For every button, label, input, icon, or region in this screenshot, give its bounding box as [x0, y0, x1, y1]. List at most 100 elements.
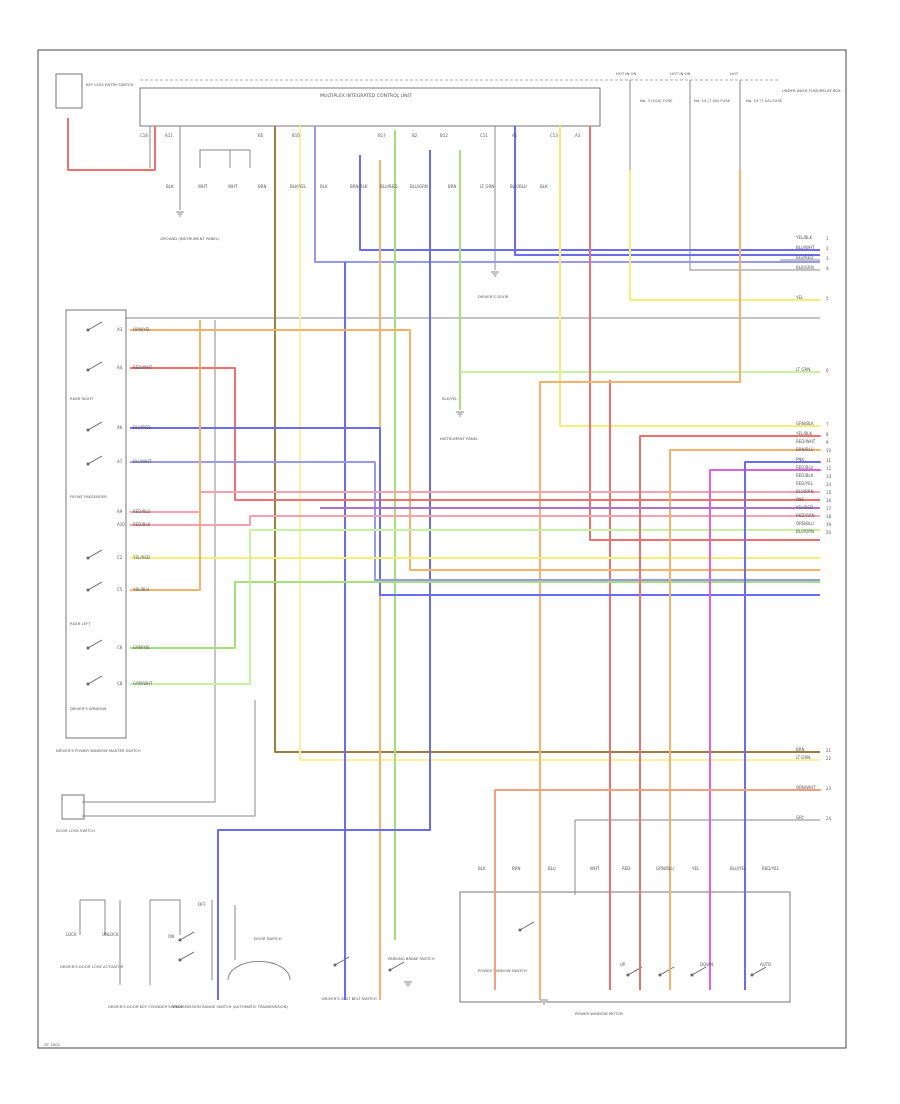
- left-wire-color-9: GRN/WHT: [133, 681, 153, 686]
- wire-orange-450: [669, 449, 821, 990]
- left-pin-5: A10: [117, 522, 125, 527]
- right-wire-color-17: RED/GRN: [796, 513, 815, 518]
- wire-yellow-426: [559, 126, 820, 427]
- gray-wire-3: [199, 149, 251, 168]
- top-pin-5: B2: [412, 133, 418, 138]
- master-switch-7: [87, 675, 103, 685]
- right-wire-color-20: BRN: [796, 747, 805, 752]
- ground-label-1: GROUND (INSTRUMENT PANEL): [160, 236, 220, 241]
- diagram-frame: [37, 49, 847, 1049]
- right-wire-color-14: BLU/BRN: [796, 489, 814, 494]
- right-wire-color-23: GRY: [796, 815, 805, 820]
- top-pin-9: C13: [550, 133, 558, 138]
- wire-orange-330: [130, 329, 820, 571]
- switch-driver-label: DRIVER'S WINDOW: [70, 706, 107, 711]
- switch-front-label: FRONT PASSENGER: [70, 494, 107, 499]
- left-wire-color-3: BLU/WHT: [133, 459, 152, 464]
- left-wire-color-1: RED/WHT: [133, 365, 153, 370]
- bottom-small-2: ON: [168, 934, 174, 939]
- right-wire-color-22: ORN/WHT: [796, 785, 816, 790]
- wire-keyless: [67, 118, 156, 171]
- header-tag-1: HOT IN ON: [616, 71, 637, 76]
- switch-group-label: DRIVER'S POWER WINDOW MASTER SWITCH: [56, 748, 141, 753]
- top-pin-1: A11: [165, 133, 173, 138]
- right-wire-color-5: LT GRN: [796, 367, 810, 372]
- parking-brake-switch: [389, 961, 405, 971]
- top-wire-color-3: BRN: [258, 184, 267, 189]
- door-switch-label: DOOR SWITCH: [254, 936, 282, 941]
- right-wire-color-6: GRN/BLK: [796, 421, 814, 426]
- right-wire-id-3: 4: [826, 266, 829, 271]
- ground-pin-label: BLK/YEL: [442, 396, 458, 401]
- seat-belt-switch-dot: [333, 963, 337, 967]
- master-switch-6: [87, 639, 103, 649]
- pw-switch-0-dot: [518, 928, 522, 932]
- top-pin-0: C16: [140, 133, 148, 138]
- wire-red-368: [130, 367, 820, 501]
- bottom-pin-5: GRN/BLU: [656, 866, 674, 871]
- bottom-small-6: AUTO: [760, 962, 771, 967]
- wire-pink-525: [130, 515, 820, 526]
- right-wire-color-10: PNK: [796, 457, 804, 462]
- master-switch-5-dot: [86, 588, 90, 592]
- top-wire-color-10: LT GRN: [480, 184, 494, 189]
- right-wire-color-8: RED/WHT: [796, 439, 816, 444]
- top-pin-2: B5: [258, 133, 264, 138]
- key-cylinder-label: DRIVER'S DOOR KEY CYLINDER SWITCH: [108, 1004, 183, 1009]
- master-switch-box: [65, 309, 127, 739]
- top-wire-color-9: BRN: [448, 184, 457, 189]
- right-wire-id-10: 11: [826, 458, 832, 463]
- ground-label-2: DRIVER'S DOOR: [478, 294, 509, 299]
- left-wire-color-8: GRN/YEL: [133, 645, 151, 650]
- bottom-pin-4: RED: [622, 866, 630, 871]
- door-lock-sw-box: [61, 794, 85, 820]
- power-window-label: POWER WINDOW MOTOR: [575, 1011, 623, 1016]
- right-wire-id-12: 13: [826, 474, 832, 479]
- master-switch-7-dot: [86, 682, 90, 686]
- lock-switch-0: [179, 931, 195, 941]
- wire-salmon-790: [494, 789, 821, 990]
- bottom-small-3: OFF: [198, 902, 206, 907]
- pw-switch-1-dot: [626, 973, 630, 977]
- bottom-pin-3: WHT: [590, 866, 600, 871]
- wire-lyellow-long: [299, 126, 820, 761]
- top-pin-3: B10: [292, 133, 300, 138]
- top-pin-8: A1: [512, 133, 518, 138]
- switch-rear-label: REAR RIGHT: [70, 396, 94, 401]
- right-wire-color-15: PNK: [796, 497, 804, 502]
- fuse-3: No. 19 (7.5A) FUSE: [746, 98, 783, 103]
- keyless-label: KEY LESS ENTRY SWITCH: [86, 82, 133, 87]
- wire-yellow-300: [629, 170, 820, 301]
- wire-lgreen-684: [130, 529, 820, 685]
- right-wire-color-13: RED/YEL: [796, 481, 814, 486]
- bottom-pin-7: BLU/YEL: [730, 866, 747, 871]
- right-wire-id-6: 7: [826, 422, 829, 427]
- transmission-label: TRANSMISSION RANGE SWITCH (AUTOMATIC TRA…: [171, 1004, 288, 1009]
- master-switch-0-dot: [86, 328, 90, 332]
- right-wire-id-14: 15: [826, 490, 832, 495]
- switch-left-label: REAR LEFT: [70, 621, 91, 626]
- transmission-arc: [227, 960, 291, 981]
- right-wire-color-1: BLU/WHT: [796, 245, 815, 250]
- right-wire-id-13: 14: [826, 482, 832, 487]
- pw-switch-3-dot: [690, 973, 694, 977]
- left-pin-4: A9: [117, 509, 123, 514]
- top-wire-color-11: BLK/BLU: [510, 184, 527, 189]
- top-wire-color-1: WHT: [198, 184, 208, 189]
- top-wire-color-12: BLK: [540, 184, 548, 189]
- right-wire-id-17: 18: [826, 514, 832, 519]
- header-tag-3: HOT: [730, 71, 739, 76]
- right-wire-color-4: YEL: [795, 295, 804, 300]
- wire-brown-long: [274, 126, 820, 753]
- left-pin-1: A4: [117, 365, 123, 370]
- lock-switch-1: [179, 951, 195, 961]
- top-wire-color-5: BLK: [320, 184, 328, 189]
- master-switch-2: [87, 421, 103, 431]
- bottom-pin-1: BRN: [512, 866, 521, 871]
- left-wire-color-0: ORN/YEL: [133, 327, 151, 332]
- fuse-box-label: UNDER-DASH FUSE/RELAY BOX: [782, 88, 841, 93]
- right-wire-color-12: RED/BLK: [796, 473, 814, 478]
